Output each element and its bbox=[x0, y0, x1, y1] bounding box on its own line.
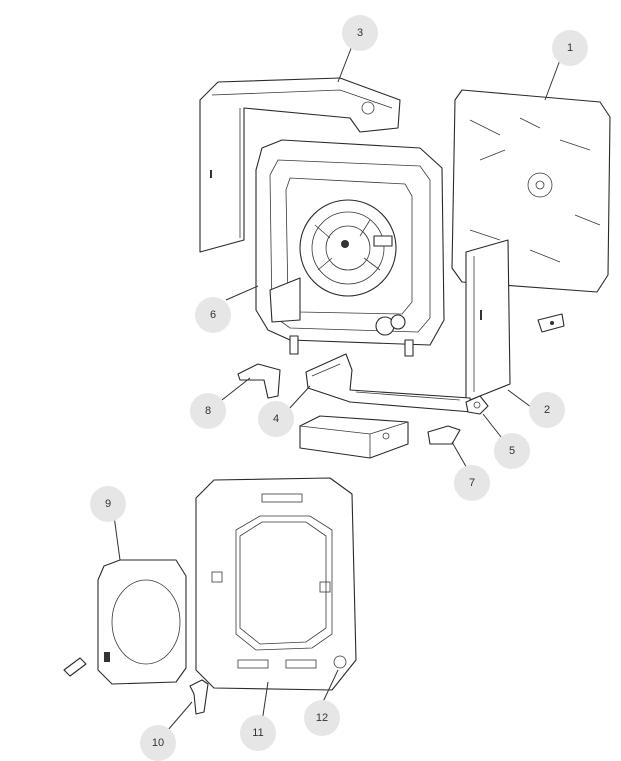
callout-label-9: 9 bbox=[105, 498, 111, 510]
callout-label-1: 1 bbox=[567, 42, 573, 54]
callout-6: 6 bbox=[195, 297, 231, 333]
callout-label-11: 11 bbox=[252, 727, 263, 739]
callout-5: 5 bbox=[494, 433, 530, 469]
part-1-top-panel bbox=[451, 89, 611, 293]
callout-4: 4 bbox=[258, 401, 294, 437]
callout-8: 8 bbox=[190, 393, 226, 429]
callout-label-4: 4 bbox=[273, 413, 279, 425]
callout-label-5: 5 bbox=[509, 445, 515, 457]
control-box bbox=[299, 415, 409, 459]
callout-9: 9 bbox=[90, 486, 126, 522]
callout-label-6: 6 bbox=[210, 309, 216, 321]
part-8-bracket bbox=[237, 363, 281, 399]
main-chassis-fan-housing bbox=[255, 139, 445, 357]
callout-12: 12 bbox=[304, 700, 340, 736]
callout-11: 11 bbox=[240, 715, 276, 751]
callout-2: 2 bbox=[529, 392, 565, 428]
callout-label-3: 3 bbox=[357, 27, 363, 39]
part-7-bracket bbox=[427, 425, 461, 445]
part-2-side-panel bbox=[465, 239, 511, 401]
callout-label-7: 7 bbox=[469, 477, 475, 489]
part-11-front-frame bbox=[195, 477, 357, 691]
callout-label-2: 2 bbox=[544, 404, 550, 416]
part-5-clip bbox=[465, 395, 489, 415]
part-9-filter-panel bbox=[97, 559, 187, 685]
callout-label-8: 8 bbox=[205, 405, 211, 417]
callout-label-10: 10 bbox=[152, 737, 164, 749]
callout-label-12: 12 bbox=[316, 712, 328, 724]
part-3-side-bracket bbox=[199, 77, 401, 253]
small-right-bracket bbox=[537, 313, 565, 333]
callout-3: 3 bbox=[342, 15, 378, 51]
small-loose-part bbox=[63, 657, 87, 677]
part-10-bracket bbox=[189, 679, 209, 715]
callout-10: 10 bbox=[140, 725, 176, 761]
callout-7: 7 bbox=[454, 465, 490, 501]
part-4-base-bracket bbox=[305, 353, 473, 413]
callout-1: 1 bbox=[552, 30, 588, 66]
